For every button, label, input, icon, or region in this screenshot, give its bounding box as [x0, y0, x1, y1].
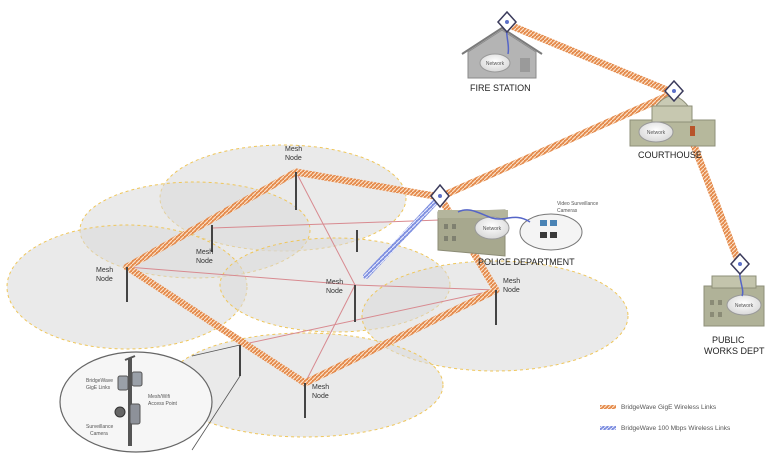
gige-links	[123, 20, 744, 387]
courthouse-label: COURTHOUSE	[638, 150, 702, 160]
mesh-node-label-cleft-1: Mesh	[196, 249, 213, 256]
courthouse-building: Network	[629, 95, 716, 147]
mesh-node-label-center-1: Mesh	[326, 279, 343, 286]
mesh-node-label-top-1: Mesh	[285, 146, 302, 153]
public-works-building: Network	[703, 265, 765, 327]
network-label-public-works: Network	[735, 303, 754, 309]
mbps-link	[363, 194, 443, 279]
mesh-node-label-left-2: Node	[96, 276, 113, 283]
network-cloud-public-works	[726, 294, 762, 316]
mesh-node-poles	[126, 172, 497, 418]
mesh-node-label-right-2: Node	[503, 287, 520, 294]
inset-camera-line2: Camera	[90, 431, 108, 437]
network-cloud-police	[474, 216, 510, 240]
mesh-node-label-center-2: Node	[326, 288, 343, 295]
cameras-label-line2: Cameras	[557, 208, 578, 214]
public-works-label-line2: WORKS DEPT	[704, 346, 765, 356]
network-cloud-fire	[479, 53, 511, 73]
legend-gige-label: BridgeWave GigE Wireless Links	[621, 404, 717, 411]
network-cloud-courthouse	[638, 121, 674, 143]
network-label-police: Network	[483, 226, 502, 232]
fire-station-building: Network	[461, 23, 543, 79]
mesh-node-label-bottom-2: Node	[312, 393, 329, 400]
mesh-equipment-inset	[59, 351, 213, 453]
legend-mbps-label: BridgeWave 100 Mbps Wireless Links	[621, 425, 731, 432]
legend: BridgeWave GigE Wireless Links BridgeWav…	[600, 404, 731, 432]
inset-bw-links-line1: BridgeWave	[86, 378, 113, 384]
mesh-node-label-bottom-1: Mesh	[312, 384, 329, 391]
network-label-fire: Network	[486, 61, 505, 67]
mesh-node-label-left-1: Mesh	[96, 267, 113, 274]
network-label-courthouse: Network	[647, 130, 666, 136]
inset-mesh-ap-line1: Mesh/Wifi	[148, 394, 170, 400]
public-works-label-line1: PUBLIC	[712, 335, 745, 345]
mesh-node-label-right-1: Mesh	[503, 278, 520, 285]
mesh-node-label-cleft-2: Node	[196, 258, 213, 265]
cameras-label-line1: Video Surveillance	[557, 201, 599, 207]
mesh-node-label-top-2: Node	[285, 155, 302, 162]
inset-bw-links-line2: GigE Links	[86, 385, 111, 391]
inset-mesh-ap-line2: Access Point	[148, 401, 178, 407]
police-department-building: Network	[437, 209, 583, 257]
inset-camera-line1: Surveillance	[86, 424, 113, 430]
fire-station-label: FIRE STATION	[470, 83, 531, 93]
police-department-label: POLICE DEPARTMENT	[478, 257, 575, 267]
